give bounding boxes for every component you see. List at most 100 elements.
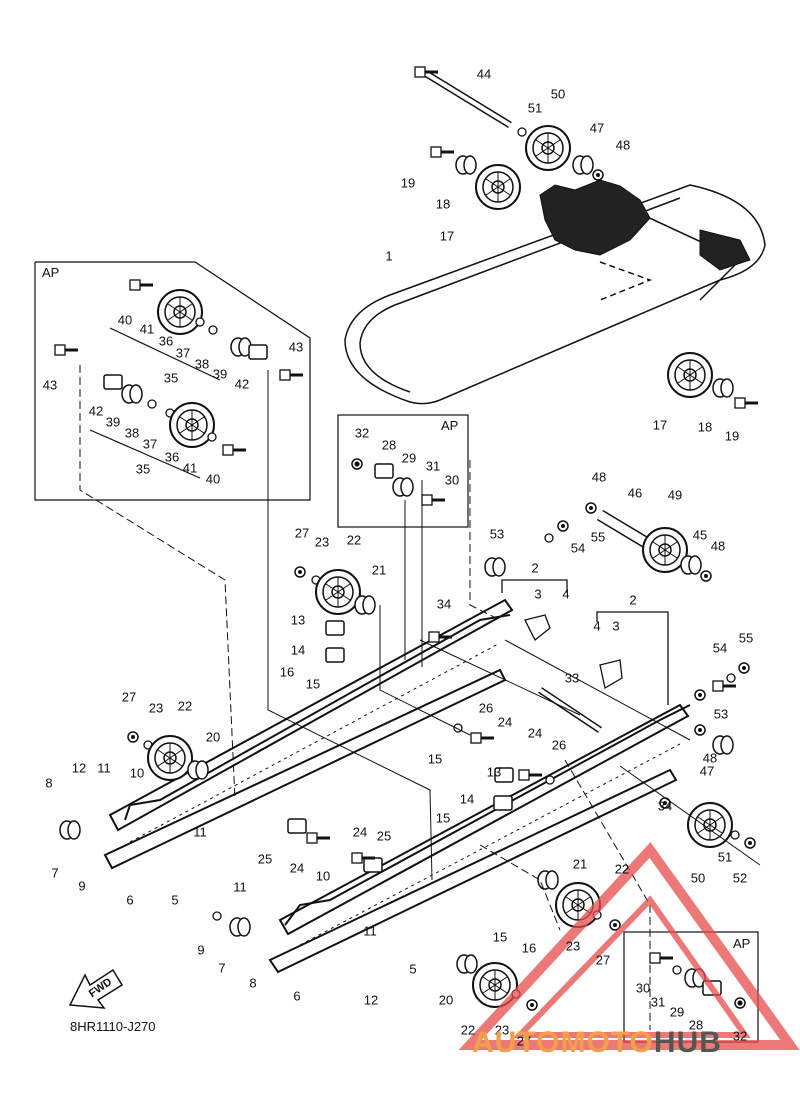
callout-7: 7 [51,865,59,881]
callout-27: 27 [294,525,310,541]
diagram-code: 8HR1110-J270 [70,1019,156,1034]
callout-11: 11 [233,879,247,895]
callout-15: 15 [305,676,321,692]
callout-13: 13 [486,764,502,780]
callout-21: 21 [572,856,588,872]
callout-8: 8 [45,775,53,791]
callout-40: 40 [205,471,221,487]
callout-24: 24 [289,860,305,876]
callout-27: 27 [121,689,137,705]
callout-5: 5 [409,961,417,977]
callout-38: 38 [124,425,140,441]
callout-31: 31 [425,458,441,474]
callout-32: 32 [732,1028,748,1044]
track-lugs [539,179,751,271]
ap-box-middle [337,414,469,528]
callout-51: 51 [717,849,733,865]
callout-54: 54 [712,640,728,656]
callout-28: 28 [688,1017,704,1033]
callout-38: 38 [194,356,210,372]
callout-27: 27 [595,952,611,968]
callout-23: 23 [314,534,330,550]
callout-15: 15 [492,929,508,945]
rear-axle-top [413,65,604,210]
callout-55: 55 [590,529,606,545]
callout-37: 37 [142,436,158,452]
callout-31: 31 [650,994,666,1010]
ap-label-middle: AP [441,418,459,433]
callout-11: 11 [193,824,207,840]
callout-42: 42 [88,403,104,419]
callout-34: 34 [436,596,452,612]
callout-25: 25 [257,851,273,867]
callout-44: 44 [476,66,492,82]
callout-14: 14 [459,791,475,807]
callout-8: 8 [249,975,257,991]
callout-6: 6 [293,988,301,1004]
callout-55: 55 [738,630,754,646]
callout-16: 16 [521,940,537,956]
callout-24: 24 [352,824,368,840]
callout-48: 48 [591,469,607,485]
fwd-arrow [68,968,124,1009]
watermark-part1: AUTOMOTO [472,1026,654,1059]
callout-24: 24 [527,725,543,741]
callout-9: 9 [78,878,86,894]
callout-18: 18 [435,196,451,212]
idler-right-top [667,352,760,410]
callout-54: 54 [570,540,586,556]
ap-box-left [34,261,311,501]
callout-22: 22 [460,1022,476,1038]
callout-48: 48 [615,137,631,153]
callout-53: 53 [489,526,505,542]
callout-5: 5 [171,892,179,908]
callout-25: 25 [376,828,392,844]
callout-35: 35 [135,461,151,477]
callout-16: 16 [279,664,295,680]
callout-7: 7 [218,960,226,976]
callout-10: 10 [315,868,331,884]
callout-46: 46 [627,485,643,501]
callout-49: 49 [667,487,683,503]
callout-4: 4 [562,586,570,602]
callout-28: 28 [381,437,397,453]
callout-30: 30 [635,980,651,996]
callout-45: 45 [692,527,708,543]
callout-17: 17 [652,417,668,433]
callout-51: 51 [527,100,543,116]
callout-24: 24 [497,714,513,730]
callout-43: 43 [288,339,304,355]
callout-19: 19 [724,428,740,444]
watermark-text: AUTOMOTOHUB [472,1026,722,1060]
callout-11: 11 [363,923,377,939]
callout-47: 47 [699,763,715,779]
ap-label-right: AP [733,936,751,951]
callout-42: 42 [234,376,250,392]
callout-18: 18 [697,419,713,435]
callout-36: 36 [158,333,174,349]
callout-41: 41 [139,321,155,337]
callout-43: 43 [42,377,58,393]
callout-50: 50 [550,86,566,102]
callout-22: 22 [346,532,362,548]
callout-30: 30 [444,472,460,488]
callout-23: 23 [494,1022,510,1038]
callout-27: 27 [516,1033,532,1049]
callout-17: 17 [439,228,455,244]
callout-29: 29 [401,450,417,466]
callout-47: 47 [589,120,605,136]
watermark-logo [458,842,800,1050]
callout-39: 39 [105,414,121,430]
callout-2: 2 [629,592,637,608]
callout-23: 23 [565,938,581,954]
callout-52: 52 [732,870,748,886]
callout-10: 10 [129,765,145,781]
callout-34: 34 [657,798,673,814]
callout-6: 6 [126,892,134,908]
callout-15: 15 [427,751,443,767]
callout-1: 1 [385,248,393,264]
callout-26: 26 [551,737,567,753]
callout-12: 12 [363,992,379,1008]
callout-9: 9 [197,942,205,958]
